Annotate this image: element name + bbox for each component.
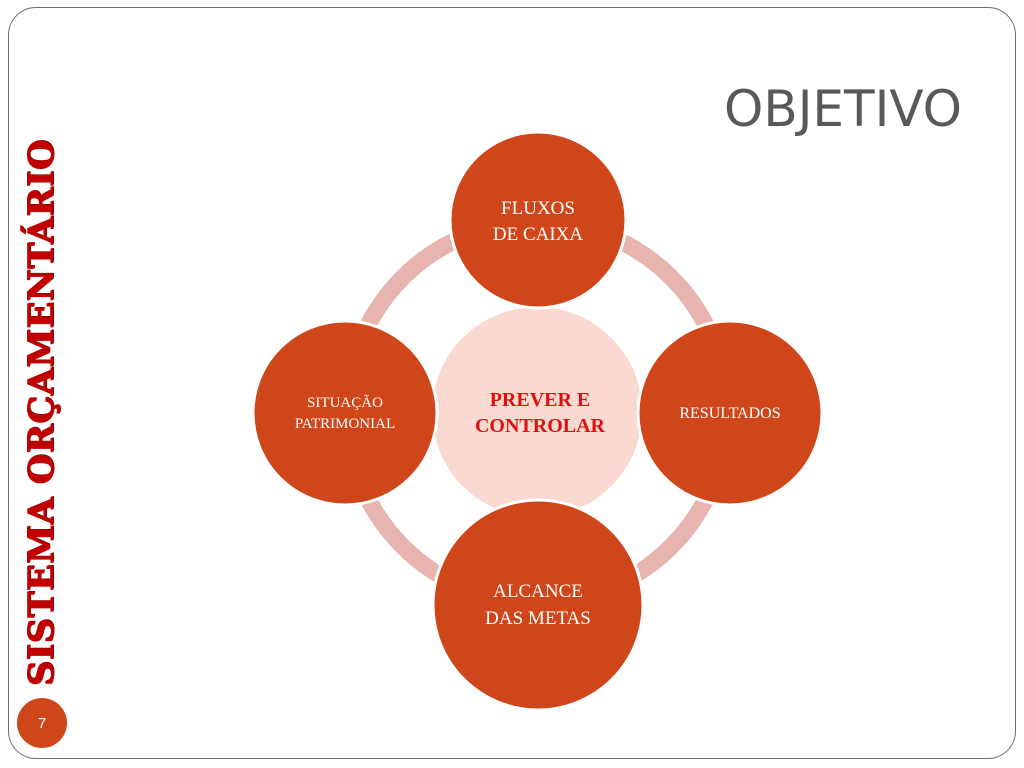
node-bottom-circle [431,498,645,712]
slide-title: OBJETIVO [724,80,962,138]
node-top-circle [448,130,628,310]
center-label-line2: CONTROLAR [475,415,606,437]
center-label-line1: PREVER E [490,389,591,411]
center-circle [432,307,642,517]
node-bottom-label-line2: DAS METAS [485,608,591,629]
node-left-circle [251,319,439,507]
node-left-label-line2: PATRIMONIAL [295,416,395,432]
page-number-badge: 7 [17,698,67,748]
node-right-label: RESULTADOS [679,405,780,422]
node-bottom-label-line1: ALCANCE [493,581,583,602]
node-left-label-line1: SITUAÇÃO [307,395,383,411]
node-right-circle [636,319,824,507]
node-top-label-line1: FLUXOS [501,198,575,219]
node-top-label-line2: DE CAIXA [493,224,584,245]
